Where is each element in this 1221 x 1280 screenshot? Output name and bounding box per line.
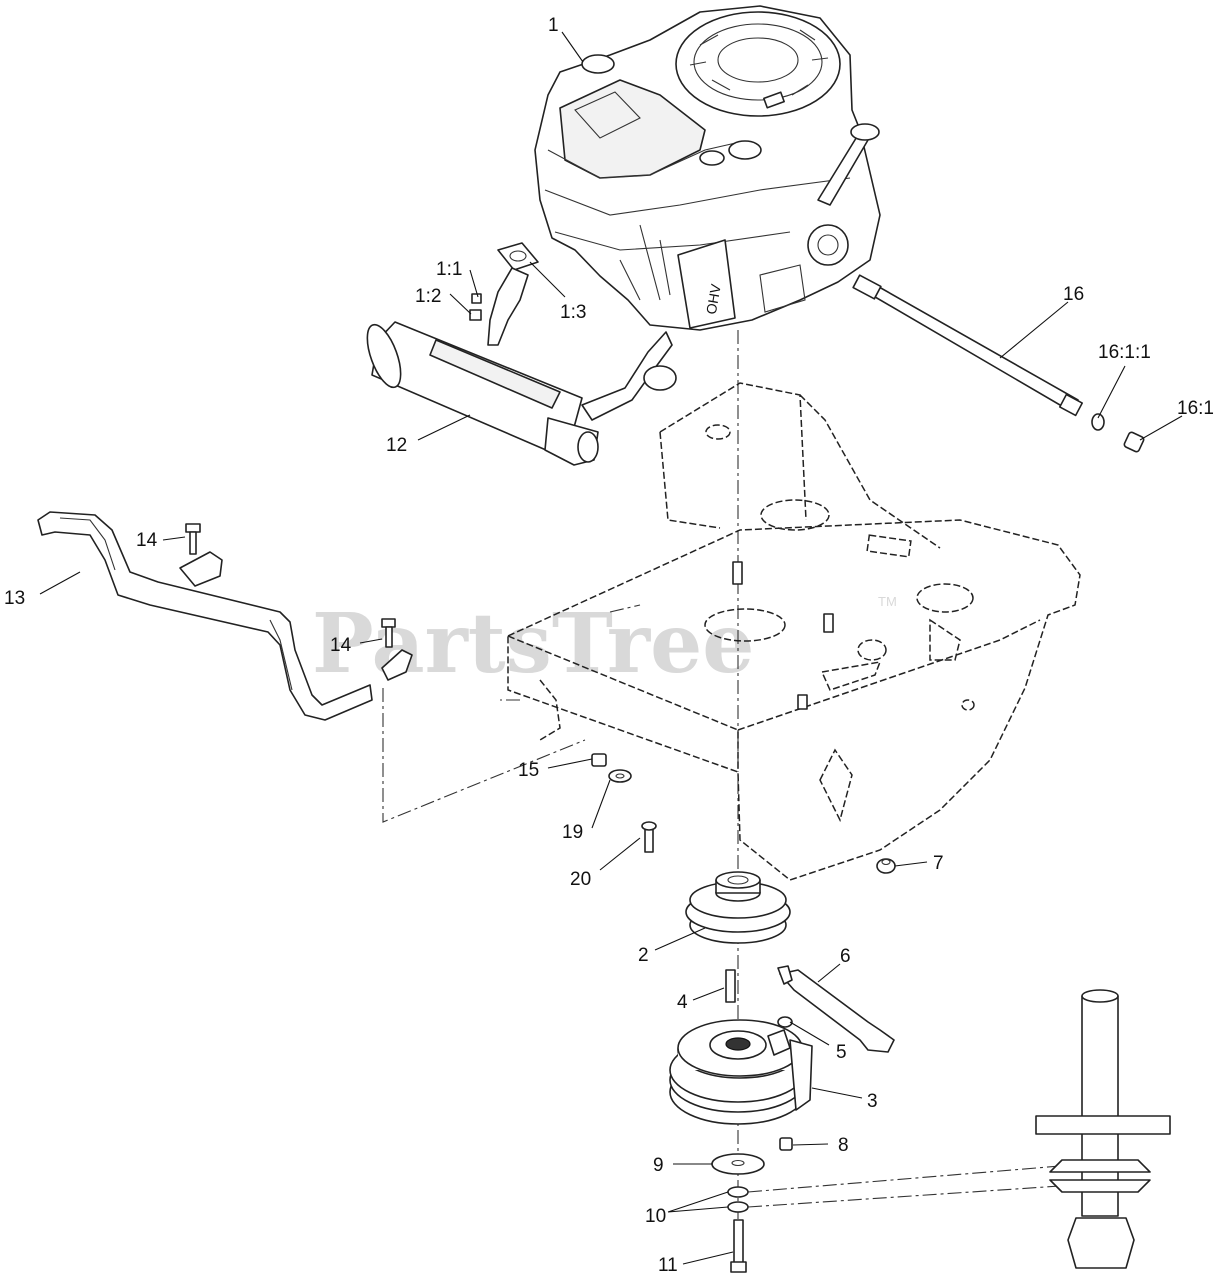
spacer-stud[interactable] — [797, 694, 808, 710]
callout-13: 13 — [4, 588, 25, 609]
hydraulic-line[interactable] — [852, 274, 1084, 417]
bolt[interactable] — [185, 523, 201, 555]
callout-16-1-1: 16:1:1 — [1098, 342, 1151, 363]
callout-5: 5 — [836, 1042, 847, 1063]
engine-decal: OHV — [703, 282, 724, 315]
bevel-washer[interactable] — [727, 1201, 749, 1213]
hydraulic-fitting[interactable] — [1123, 431, 1145, 453]
washer-hole — [731, 1159, 745, 1167]
o-ring[interactable] — [1091, 413, 1105, 431]
clutch-harness[interactable] — [777, 965, 895, 1053]
callout-20: 20 — [570, 869, 591, 890]
callout-16-1: 16:1 — [1177, 398, 1214, 419]
muffler[interactable] — [360, 267, 677, 466]
callout-6: 6 — [840, 946, 851, 967]
callout-15: 15 — [518, 760, 539, 781]
chassis-frame — [507, 382, 1081, 881]
callout-14-bottom: 14 — [330, 635, 352, 656]
callout-12: 12 — [386, 435, 407, 456]
callout-8: 8 — [838, 1135, 849, 1156]
key[interactable] — [725, 969, 736, 1003]
reference-line — [747, 1165, 1061, 1193]
clutch-washer[interactable] — [777, 1016, 793, 1028]
reference-line — [747, 1185, 1061, 1208]
callout-11: 11 — [658, 1255, 678, 1276]
callout-labels: 1 1:1 1:2 1:3 2 3 4 5 6 7 8 9 10 11 12 1… — [4, 15, 1214, 1276]
washer[interactable] — [608, 769, 632, 783]
washer-hole — [615, 773, 625, 779]
bevel-washer[interactable] — [727, 1186, 749, 1198]
spacer[interactable] — [779, 1137, 793, 1151]
engine[interactable]: OHV — [534, 5, 881, 331]
watermark-text: PartsTree — [312, 596, 754, 692]
washer-orientation-detail — [1035, 989, 1171, 1269]
exhaust-gasket[interactable] — [497, 242, 539, 271]
pto-clutch[interactable] — [669, 1019, 813, 1125]
spacer-stud[interactable] — [732, 561, 743, 585]
callout-1: 1 — [548, 15, 559, 36]
nut[interactable] — [876, 858, 896, 874]
nut[interactable] — [591, 753, 607, 767]
callout-10: 10 — [645, 1206, 666, 1227]
reference-line — [382, 688, 586, 823]
clutch-washer-large[interactable] — [711, 1153, 765, 1175]
bolt[interactable] — [641, 821, 657, 853]
pulley[interactable] — [685, 871, 791, 944]
clutch-bolt[interactable] — [730, 1219, 747, 1273]
callout-14-top: 14 — [136, 530, 158, 551]
callout-4: 4 — [677, 992, 688, 1013]
watermark-trademark: TM — [878, 594, 897, 609]
callout-1-3: 1:3 — [560, 302, 586, 323]
exhaust-nut[interactable] — [469, 293, 482, 321]
handle-bar[interactable] — [37, 511, 413, 721]
callout-7: 7 — [933, 853, 944, 874]
callout-9: 9 — [653, 1155, 664, 1176]
callout-16: 16 — [1063, 284, 1084, 305]
callout-1-1: 1:1 — [436, 259, 462, 280]
callout-3: 3 — [867, 1091, 878, 1112]
reference-line — [609, 604, 641, 613]
callout-19: 19 — [562, 822, 583, 843]
callout-2: 2 — [638, 945, 649, 966]
spacer-stud[interactable] — [823, 613, 834, 633]
bolt[interactable] — [381, 618, 396, 648]
callout-1-2: 1:2 — [415, 286, 441, 307]
leader-lines — [39, 31, 1183, 1265]
